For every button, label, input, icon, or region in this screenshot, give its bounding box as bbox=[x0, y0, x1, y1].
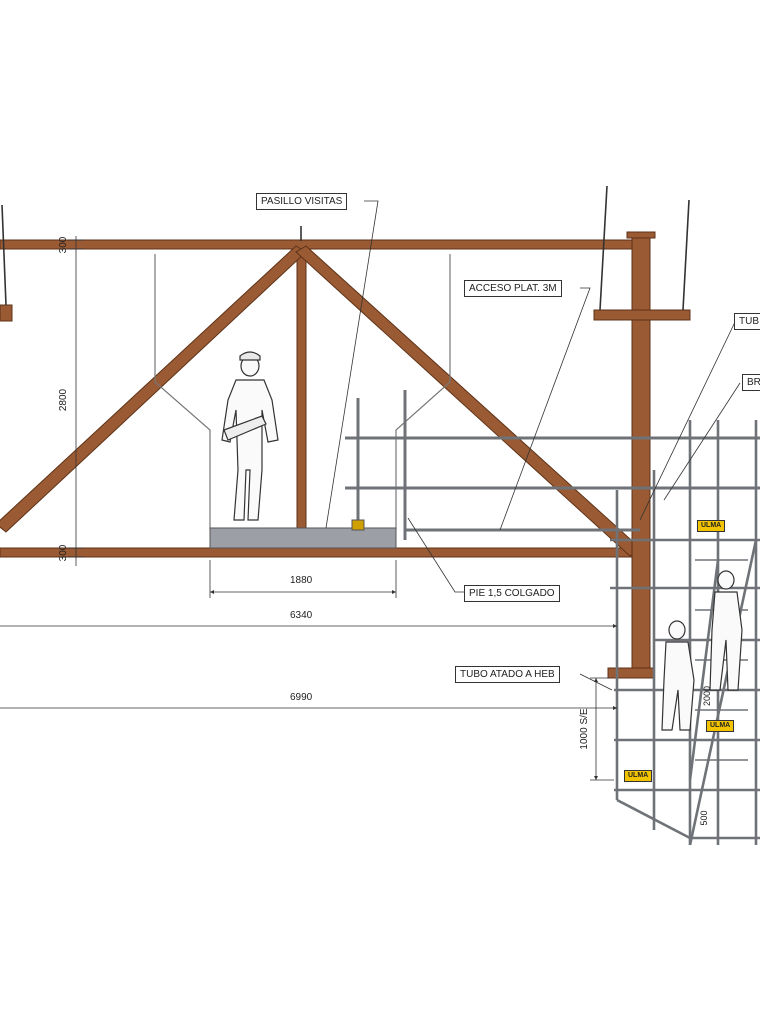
worker-figure-tower-1 bbox=[661, 620, 695, 731]
king-post bbox=[296, 248, 307, 549]
label-pie-colgado: PIE 1,5 COLGADO bbox=[464, 585, 560, 602]
bottom-chord bbox=[0, 547, 641, 558]
label-br-right: BR bbox=[742, 374, 760, 391]
scaffold-tower bbox=[610, 420, 760, 846]
dim-300-bottom: 300 bbox=[58, 544, 69, 562]
walkway-deck bbox=[209, 527, 397, 549]
worker-figure-tower-2 bbox=[709, 570, 743, 691]
dim-1000-se: 1000 S/E bbox=[579, 708, 590, 750]
dim-6340: 6340 bbox=[290, 610, 313, 621]
right-diagonal bbox=[295, 245, 641, 557]
left-stub bbox=[0, 304, 13, 322]
dim-2800: 2800 bbox=[58, 388, 69, 412]
dim-300-top: 300 bbox=[58, 236, 69, 254]
dim-1880: 1880 bbox=[290, 575, 313, 586]
ulma-tag-3: ULMA bbox=[624, 770, 653, 782]
dim-6990: 6990 bbox=[290, 692, 313, 703]
label-tubo-atado-heb: TUBO ATADO A HEB bbox=[455, 666, 560, 683]
dimension-lines bbox=[0, 236, 617, 781]
column-foot bbox=[607, 667, 655, 679]
dim-2000: 2000 bbox=[702, 685, 712, 707]
ulma-tag-1: ULMA bbox=[697, 520, 726, 532]
label-pasillo-visitas: PASILLO VISITAS bbox=[256, 193, 348, 210]
cladding-outline bbox=[154, 254, 451, 530]
handrail-scaffold bbox=[345, 390, 760, 540]
leader-lines bbox=[325, 200, 741, 691]
column-cap bbox=[626, 231, 656, 239]
top-chord bbox=[0, 239, 641, 250]
right-column bbox=[631, 233, 651, 677]
pie-foot bbox=[351, 519, 365, 531]
label-acceso-plataforma: ACCESO PLAT. 3M bbox=[464, 280, 562, 297]
steel-truss bbox=[0, 231, 691, 679]
side-beam bbox=[593, 309, 691, 321]
ulma-tag-2: ULMA bbox=[706, 720, 735, 732]
label-tubo-top: TUB bbox=[734, 313, 760, 330]
worker-figure-center bbox=[221, 351, 279, 521]
hanger-rods bbox=[1, 185, 690, 311]
dim-500: 500 bbox=[699, 810, 709, 826]
